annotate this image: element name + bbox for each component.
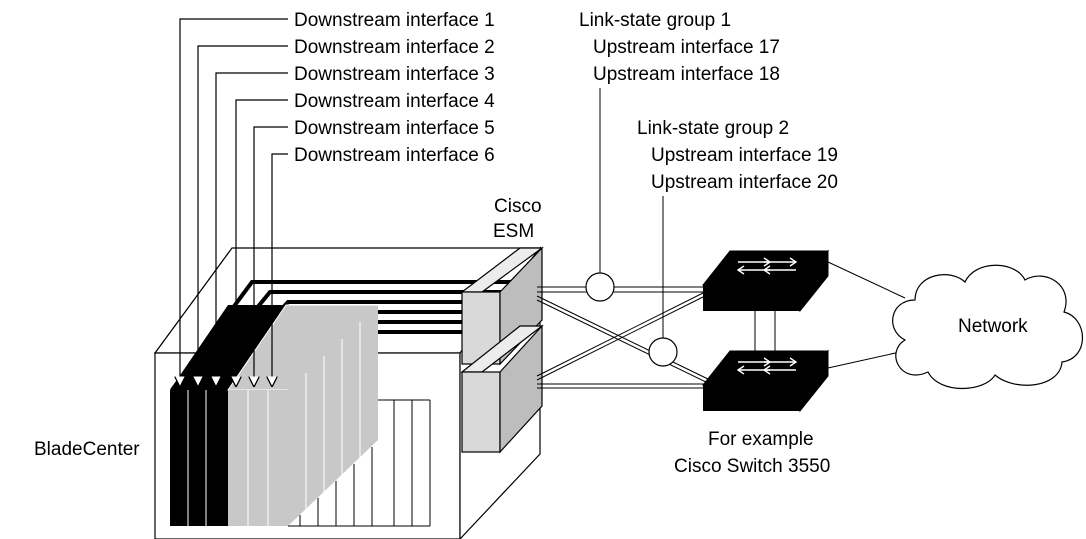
upstream-interface-17-label: Upstream interface 17 bbox=[593, 37, 780, 58]
link-state-group-2-title: Link-state group 2 bbox=[637, 118, 789, 139]
switch-to-network-link bbox=[827, 351, 901, 369]
network-cloud-icon bbox=[892, 264, 1084, 390]
black-blades-top bbox=[170, 305, 286, 390]
gray-blades bbox=[227, 304, 379, 526]
downstream-leader-4 bbox=[236, 99, 288, 386]
uplink-cables bbox=[536, 88, 711, 389]
upstream-interface-18-label: Upstream interface 18 bbox=[593, 64, 780, 85]
downstream-interface-2-label: Downstream interface 2 bbox=[294, 37, 495, 58]
downstream-leader-3 bbox=[216, 72, 288, 386]
black-blades-front bbox=[170, 390, 228, 526]
switch-top bbox=[701, 249, 830, 313]
downstream-leaders bbox=[180, 18, 288, 386]
cisco-esm bbox=[460, 246, 544, 454]
downstream-interface-1-label: Downstream interface 1 bbox=[294, 10, 495, 31]
switch-bottom bbox=[701, 349, 830, 413]
switch-arrows-icon bbox=[736, 357, 798, 375]
black-blades bbox=[170, 305, 286, 526]
uplink-cross bbox=[536, 295, 711, 381]
downstream-interface-3-label: Downstream interface 3 bbox=[294, 64, 495, 85]
network-label: Network bbox=[958, 316, 1028, 337]
downstream-interface-5-label: Downstream interface 5 bbox=[294, 118, 495, 139]
downstream-interface-6-label: Downstream interface 6 bbox=[294, 145, 495, 166]
uplink-cross bbox=[536, 295, 706, 381]
bladecenter-label: BladeCenter bbox=[34, 439, 140, 460]
bladecenter-chassis bbox=[153, 246, 542, 539]
link-state-group-1-title: Link-state group 1 bbox=[579, 10, 731, 31]
uplink-cross bbox=[536, 291, 706, 377]
downstream-interface-4-label: Downstream interface 4 bbox=[294, 91, 495, 112]
downstream-leader-6 bbox=[272, 153, 288, 386]
gray-blades-side bbox=[288, 305, 378, 526]
switch-caption-line-2: Cisco Switch 3550 bbox=[674, 456, 830, 477]
esm-module-bottom bbox=[460, 324, 544, 454]
upstream-interface-19-label: Upstream interface 19 bbox=[651, 145, 838, 166]
chassis-dashed-edge bbox=[154, 247, 233, 354]
downstream-leader-1 bbox=[180, 18, 288, 386]
downstream-leader-2 bbox=[198, 45, 288, 386]
cisco-esm-label-line-1: Cisco bbox=[494, 196, 542, 217]
switch-caption-line-1: For example bbox=[708, 429, 814, 450]
cisco-esm-label-line-2: ESM bbox=[493, 221, 534, 242]
link-state-group-2-marker bbox=[648, 337, 678, 367]
upstream-interface-20-label: Upstream interface 20 bbox=[651, 172, 838, 193]
empty-blade-slots bbox=[288, 399, 431, 527]
downstream-leader-5 bbox=[254, 126, 288, 386]
switch-to-network-link bbox=[827, 261, 906, 299]
link-state-group-1-marker bbox=[585, 272, 615, 302]
uplink-cross bbox=[536, 299, 711, 385]
gray-blades-front bbox=[228, 390, 288, 526]
switch-arrows-icon bbox=[736, 257, 798, 275]
